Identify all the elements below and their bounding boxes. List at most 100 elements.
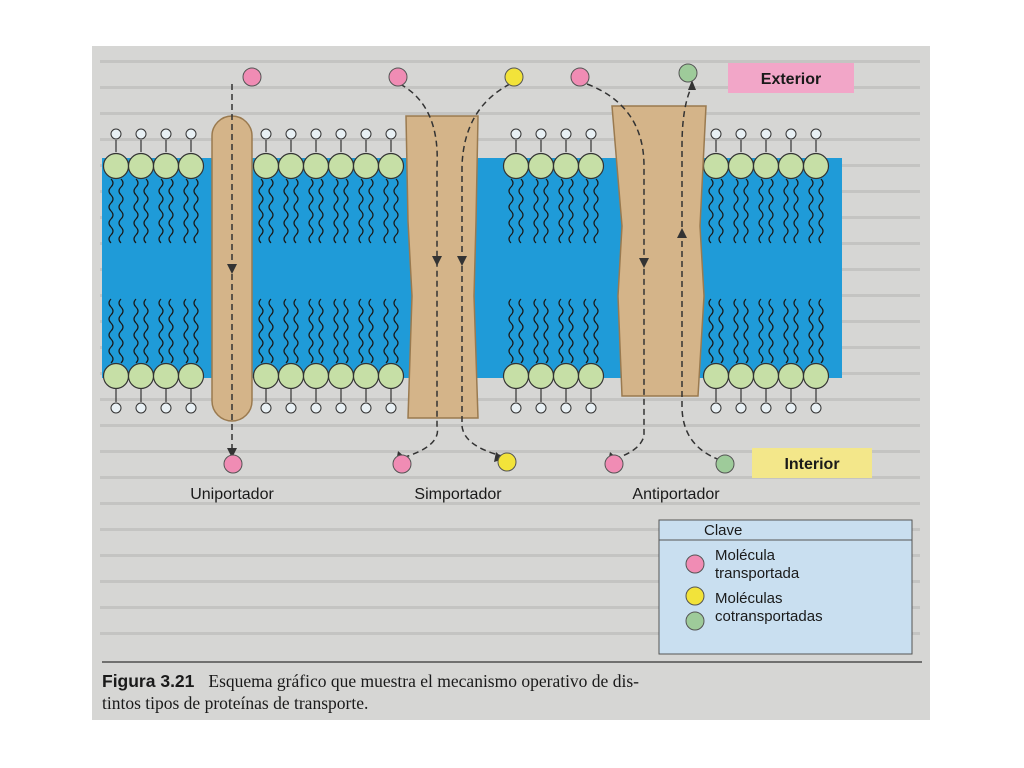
lipid-tail	[533, 178, 539, 244]
lipid-tail	[783, 298, 789, 364]
caption-line-2: tintos tipos de proteínas de transporte.	[102, 693, 369, 713]
green-molecule-antiporter-bottom	[715, 454, 735, 474]
background-text-line	[100, 60, 920, 63]
lipid-phosphate	[185, 128, 197, 140]
background-text-line	[100, 476, 920, 479]
phospholipids	[102, 128, 830, 414]
background-text-line	[100, 528, 920, 531]
exterior-label: Exterior	[761, 71, 821, 88]
lipid-tail	[283, 298, 289, 364]
lipid-head-outer	[127, 152, 155, 180]
lipid-head-inner	[727, 362, 755, 390]
background-text-line	[100, 424, 920, 427]
lipid-head-inner	[127, 362, 155, 390]
uniporter-label: Uniportador	[190, 486, 274, 503]
lipid-head-inner	[702, 362, 730, 390]
lipid-tail	[383, 298, 389, 364]
lipid-tail	[708, 298, 714, 364]
lipid-tail	[558, 298, 564, 364]
lipid-tail	[793, 298, 799, 364]
key-yellow-swatch	[685, 586, 705, 606]
lipid-tail	[108, 178, 114, 244]
pink-molecule-uniporter-top	[242, 67, 262, 87]
lipid-tail	[308, 178, 314, 244]
lipid-phosphate	[785, 128, 797, 140]
lipid-phosphate	[285, 128, 297, 140]
lipid-tail	[818, 178, 824, 244]
lipid-head-outer	[577, 152, 605, 180]
pink-molecule-antiporter-bottom	[604, 454, 624, 474]
lipid-tail	[518, 298, 524, 364]
lipid-phosphate	[160, 402, 172, 414]
interior-tag-background	[752, 448, 872, 478]
lipid-tail	[568, 178, 574, 244]
lipid-head-outer	[702, 152, 730, 180]
lipid-tail	[568, 298, 574, 364]
lipid-head-inner	[777, 362, 805, 390]
lipid-tail	[168, 298, 174, 364]
lipid-tail	[733, 178, 739, 244]
lipid-phosphate	[385, 402, 397, 414]
lipid-phosphate	[710, 402, 722, 414]
lipid-phosphate	[585, 128, 597, 140]
lipid-head-outer	[302, 152, 330, 180]
lipid-head-inner	[802, 362, 830, 390]
lipid-tail	[518, 178, 524, 244]
lipid-phosphate	[310, 128, 322, 140]
lipid-phosphate	[135, 402, 147, 414]
lipid-phosphate	[510, 128, 522, 140]
background-text-line	[100, 450, 920, 453]
lipid-phosphate	[160, 128, 172, 140]
lipid-tail	[168, 178, 174, 244]
figure-number: Figura 3.21	[102, 671, 195, 691]
lipid-phosphate	[385, 128, 397, 140]
key-title: Clave	[704, 522, 742, 539]
lipid-tail	[718, 178, 724, 244]
lipid-phosphate	[560, 402, 572, 414]
lipid-head-outer	[152, 152, 180, 180]
lipid-tail	[758, 178, 764, 244]
lipid-head-inner	[552, 362, 580, 390]
lipid-phosphate	[560, 128, 572, 140]
lipid-head-inner	[152, 362, 180, 390]
green-molecule-antiporter-top	[678, 63, 698, 83]
antiporter-label: Antiportador	[632, 486, 720, 503]
lipid-tail	[333, 298, 339, 364]
lipid-phosphate	[360, 402, 372, 414]
lipid-tail	[258, 298, 264, 364]
lipid-head-outer	[377, 152, 405, 180]
lipid-phosphate	[735, 402, 747, 414]
lipid-phosphate	[110, 402, 122, 414]
lipid-tail	[708, 178, 714, 244]
lipid-head-inner	[527, 362, 555, 390]
lipid-tail	[108, 298, 114, 364]
lipid-phosphate	[760, 402, 772, 414]
lipid-tail	[383, 178, 389, 244]
lipid-tail	[793, 178, 799, 244]
symporter-label: Simportador	[414, 486, 502, 503]
pink-molecule-uniporter-bottom	[223, 454, 243, 474]
lipid-tail	[718, 298, 724, 364]
lipid-tail	[118, 178, 124, 244]
lipid-phosphate	[260, 128, 272, 140]
lipid-tail	[543, 178, 549, 244]
lipid-head-inner	[377, 362, 405, 390]
lipid-head-outer	[752, 152, 780, 180]
interior-label: Interior	[784, 456, 839, 473]
lipid-head-inner	[252, 362, 280, 390]
lipid-phosphate	[535, 128, 547, 140]
lipid-phosphate	[735, 128, 747, 140]
lipid-tail	[333, 178, 339, 244]
lipid-head-outer	[552, 152, 580, 180]
scanned-page: Exterior Interior Uniportador Simportado…	[92, 46, 930, 720]
lipid-head-inner	[302, 362, 330, 390]
background-text-line	[100, 138, 920, 141]
lipid-tail	[293, 178, 299, 244]
lipid-tail	[133, 298, 139, 364]
lipid-tail	[583, 298, 589, 364]
lipid-tail	[583, 178, 589, 244]
lipid-tail	[783, 178, 789, 244]
pink-molecule-symporter-bottom	[392, 454, 412, 474]
lipid-tail	[733, 298, 739, 364]
lipid-tail	[768, 298, 774, 364]
